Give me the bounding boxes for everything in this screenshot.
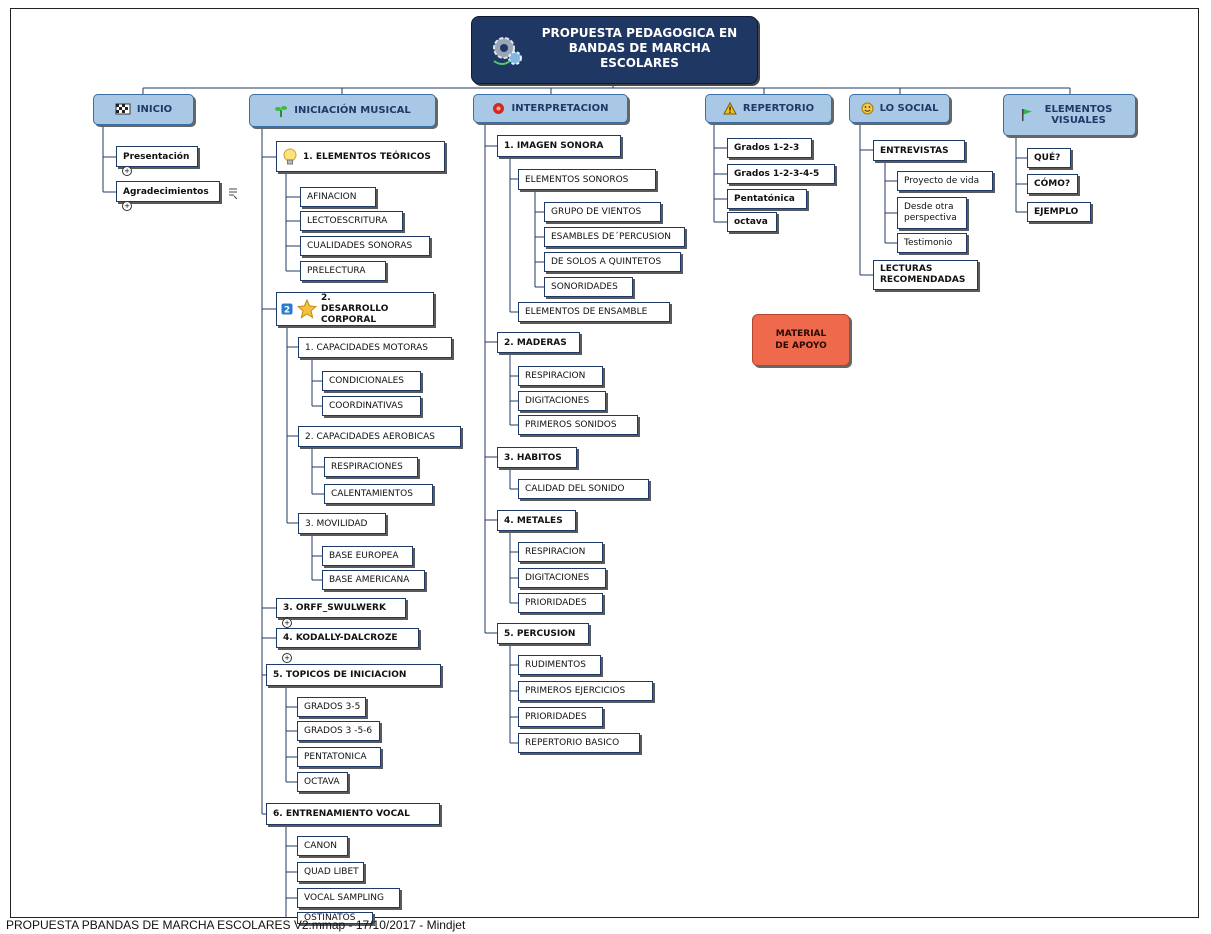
topic-condicionales[interactable]: CONDICIONALES	[322, 371, 421, 391]
main-topic-iniciacion[interactable]: INICIACIÓN MUSICAL	[249, 94, 436, 127]
main-topic-social[interactable]: LO SOCIAL	[849, 94, 950, 123]
main-topic-label: INTERPRETACION	[511, 103, 609, 114]
subtopic-lecturas-recomendadas[interactable]: LECTURAS RECOMENDADAS	[873, 260, 978, 290]
topic-canon[interactable]: CANON	[297, 836, 348, 856]
topic-solos-quintetos[interactable]: DE SOLOS A QUINTETOS	[544, 252, 681, 272]
topic-calentamientos[interactable]: CALENTAMIENTOS	[324, 484, 433, 504]
priority-2-icon: 2	[281, 303, 293, 315]
page-frame	[10, 8, 1199, 918]
subtopic-habitos[interactable]: 3. HABITOS	[497, 447, 577, 468]
topic-pentatonica[interactable]: PENTATONICA	[297, 747, 381, 767]
topic-respiraciones[interactable]: RESPIRACIONES	[324, 457, 418, 477]
main-topic-inicio[interactable]: INICIO	[93, 94, 194, 125]
topic-cualidades-sonoras[interactable]: CUALIDADES SONORAS	[300, 236, 430, 256]
subtopic-entrevistas[interactable]: ENTREVISTAS	[873, 140, 965, 161]
topic-ostinatos[interactable]: OSTINATOS	[297, 912, 373, 924]
plant-icon	[274, 104, 288, 118]
topic-repertorio-basico[interactable]: REPERTORIO BASICO	[518, 733, 640, 753]
green-flag-icon	[1021, 108, 1033, 122]
subtopic-entrenamiento-vocal[interactable]: 6. ENTRENAMIENTO VOCAL	[266, 803, 440, 825]
subtopic-orff[interactable]: 3. ORFF_SWULWERK	[276, 598, 406, 618]
main-topic-label: REPERTORIO	[742, 103, 815, 114]
topic-grados-3-5[interactable]: GRADOS 3-5	[297, 697, 366, 717]
topic-grados-3-5-6[interactable]: GRADOS 3 -5-6	[297, 721, 380, 741]
expand-icon[interactable]: +	[282, 653, 292, 663]
notes-icon	[228, 184, 238, 203]
expand-icon[interactable]: +	[122, 201, 132, 211]
main-topic-repertorio[interactable]: REPERTORIO	[705, 94, 832, 123]
topic-prelectura[interactable]: PRELECTURA	[300, 261, 386, 281]
gears-icon	[490, 33, 524, 70]
main-topic-visuales[interactable]: ELEMENTOS VISUALES	[1003, 94, 1136, 136]
topic-que[interactable]: QUÉ?	[1027, 148, 1071, 168]
subtopic-percusion[interactable]: 5. PERCUSION	[497, 623, 589, 644]
topic-quad-libet[interactable]: QUAD LIBET	[297, 862, 364, 882]
expand-icon[interactable]: +	[282, 618, 292, 628]
topic-coordinativas[interactable]: COORDINATIVAS	[322, 396, 421, 416]
subtopic-metales[interactable]: 4. METALES	[497, 510, 576, 531]
main-topic-interpretacion[interactable]: INTERPRETACION	[473, 94, 628, 123]
topic-movilidad[interactable]: 3. MOVILIDAD	[298, 513, 386, 534]
footer-text: PROPUESTA PBANDAS DE MARCHA ESCOLARES V2…	[6, 918, 466, 932]
topic-grados-1-2-3-4-5[interactable]: Grados 1-2-3-4-5	[727, 164, 835, 184]
lightbulb-icon	[283, 148, 297, 166]
topic-ejemplo[interactable]: EJEMPLO	[1027, 202, 1091, 222]
checkered-flag-icon	[115, 103, 131, 117]
subtopic-imagen-sonora[interactable]: 1. IMAGEN SONORA	[497, 135, 621, 157]
topic-prioridades-percusion[interactable]: PRIORIDADES	[518, 707, 603, 727]
topic-pentatonica-rep[interactable]: Pentatónica	[727, 189, 807, 209]
main-topic-label: INICIACIÓN MUSICAL	[294, 105, 411, 116]
subtopic-label: 1. ELEMENTOS TEÓRICOS	[303, 151, 431, 162]
topic-esambles-percusion[interactable]: ESAMBLES DE´PERCUSION	[544, 227, 685, 247]
floating-topic-material-apoyo[interactable]: MATERIAL DE APOYO	[752, 314, 850, 366]
subtopic-agradecimientos[interactable]: Agradecimientos	[116, 181, 220, 202]
topic-vocal-sampling[interactable]: VOCAL SAMPLING	[297, 888, 400, 908]
warning-icon	[723, 102, 737, 115]
topic-desde-otra-perspectiva[interactable]: Desde otra perspectiva	[897, 197, 967, 229]
topic-testimonio[interactable]: Testimonio	[897, 233, 967, 253]
subtopic-maderas[interactable]: 2. MADERAS	[497, 332, 580, 353]
topic-rudimentos[interactable]: RUDIMENTOS	[518, 655, 601, 675]
topic-grados-1-2-3[interactable]: Grados 1-2-3	[727, 138, 812, 158]
topic-primeros-ejercicios[interactable]: PRIMEROS EJERCICIOS	[518, 681, 653, 701]
smiley-icon	[861, 102, 874, 115]
topic-capacidades-aerobicas[interactable]: 2. CAPACIDADES AEROBICAS	[298, 426, 461, 447]
topic-base-europea[interactable]: BASE EUROPEA	[322, 546, 413, 566]
topic-primeros-sonidos[interactable]: PRIMEROS SONIDOS	[518, 415, 638, 435]
subtopic-elementos-teoricos[interactable]: 1. ELEMENTOS TEÓRICOS	[276, 141, 445, 172]
topic-capacidades-motoras[interactable]: 1. CAPACIDADES MOTORAS	[298, 337, 452, 358]
topic-digitaciones-metales[interactable]: DIGITACIONES	[518, 568, 606, 588]
topic-elementos-sonoros[interactable]: ELEMENTOS SONOROS	[518, 169, 656, 190]
subtopic-topicos-iniciacion[interactable]: 5. TOPICOS DE INICIACION	[266, 664, 441, 686]
expand-icon[interactable]: +	[122, 166, 132, 176]
topic-como[interactable]: CÓMO?	[1027, 174, 1078, 194]
topic-digitaciones[interactable]: DIGITACIONES	[518, 391, 606, 411]
subtopic-label: 2. DESARROLLO CORPORAL	[321, 292, 389, 325]
subtopic-kodally[interactable]: 4. KODALLY-DALCROZE	[276, 628, 419, 648]
subtopic-desarrollo-corporal[interactable]: 2 2. DESARROLLO CORPORAL	[276, 292, 434, 326]
topic-octava-rep[interactable]: octava	[727, 212, 777, 232]
main-topic-label: LO SOCIAL	[879, 103, 939, 114]
root-topic[interactable]: PROPUESTA PEDAGOGICA EN BANDAS DE MARCHA…	[471, 16, 758, 84]
topic-respiracion-metales[interactable]: RESPIRACION	[518, 542, 603, 562]
main-topic-label: INICIO	[136, 104, 173, 115]
root-title: PROPUESTA PEDAGOGICA EN BANDAS DE MARCHA…	[541, 26, 738, 70]
topic-grupo-vientos[interactable]: GRUPO DE VIENTOS	[544, 202, 661, 222]
red-record-icon	[492, 102, 505, 115]
topic-prioridades-metales[interactable]: PRIORIDADES	[518, 593, 603, 613]
topic-elementos-ensamble[interactable]: ELEMENTOS DE ENSAMBLE	[518, 302, 670, 322]
topic-proyecto-vida[interactable]: Proyecto de vida	[897, 171, 993, 191]
topic-lectoescritura[interactable]: LECTOESCRITURA	[300, 211, 403, 231]
topic-respiracion[interactable]: RESPIRACION	[518, 366, 603, 386]
topic-calidad-sonido[interactable]: CALIDAD DEL SONIDO	[518, 479, 649, 499]
svg-text:2: 2	[284, 306, 290, 316]
topic-base-americana[interactable]: BASE AMERICANA	[322, 570, 425, 590]
subtopic-presentacion[interactable]: Presentación	[116, 146, 198, 167]
topic-octava[interactable]: OCTAVA	[297, 772, 348, 792]
star-icon	[297, 299, 317, 319]
topic-afinacion[interactable]: AFINACION	[300, 187, 376, 207]
topic-sonoridades[interactable]: SONORIDADES	[544, 277, 633, 297]
main-topic-label: ELEMENTOS VISUALES	[1044, 104, 1113, 126]
